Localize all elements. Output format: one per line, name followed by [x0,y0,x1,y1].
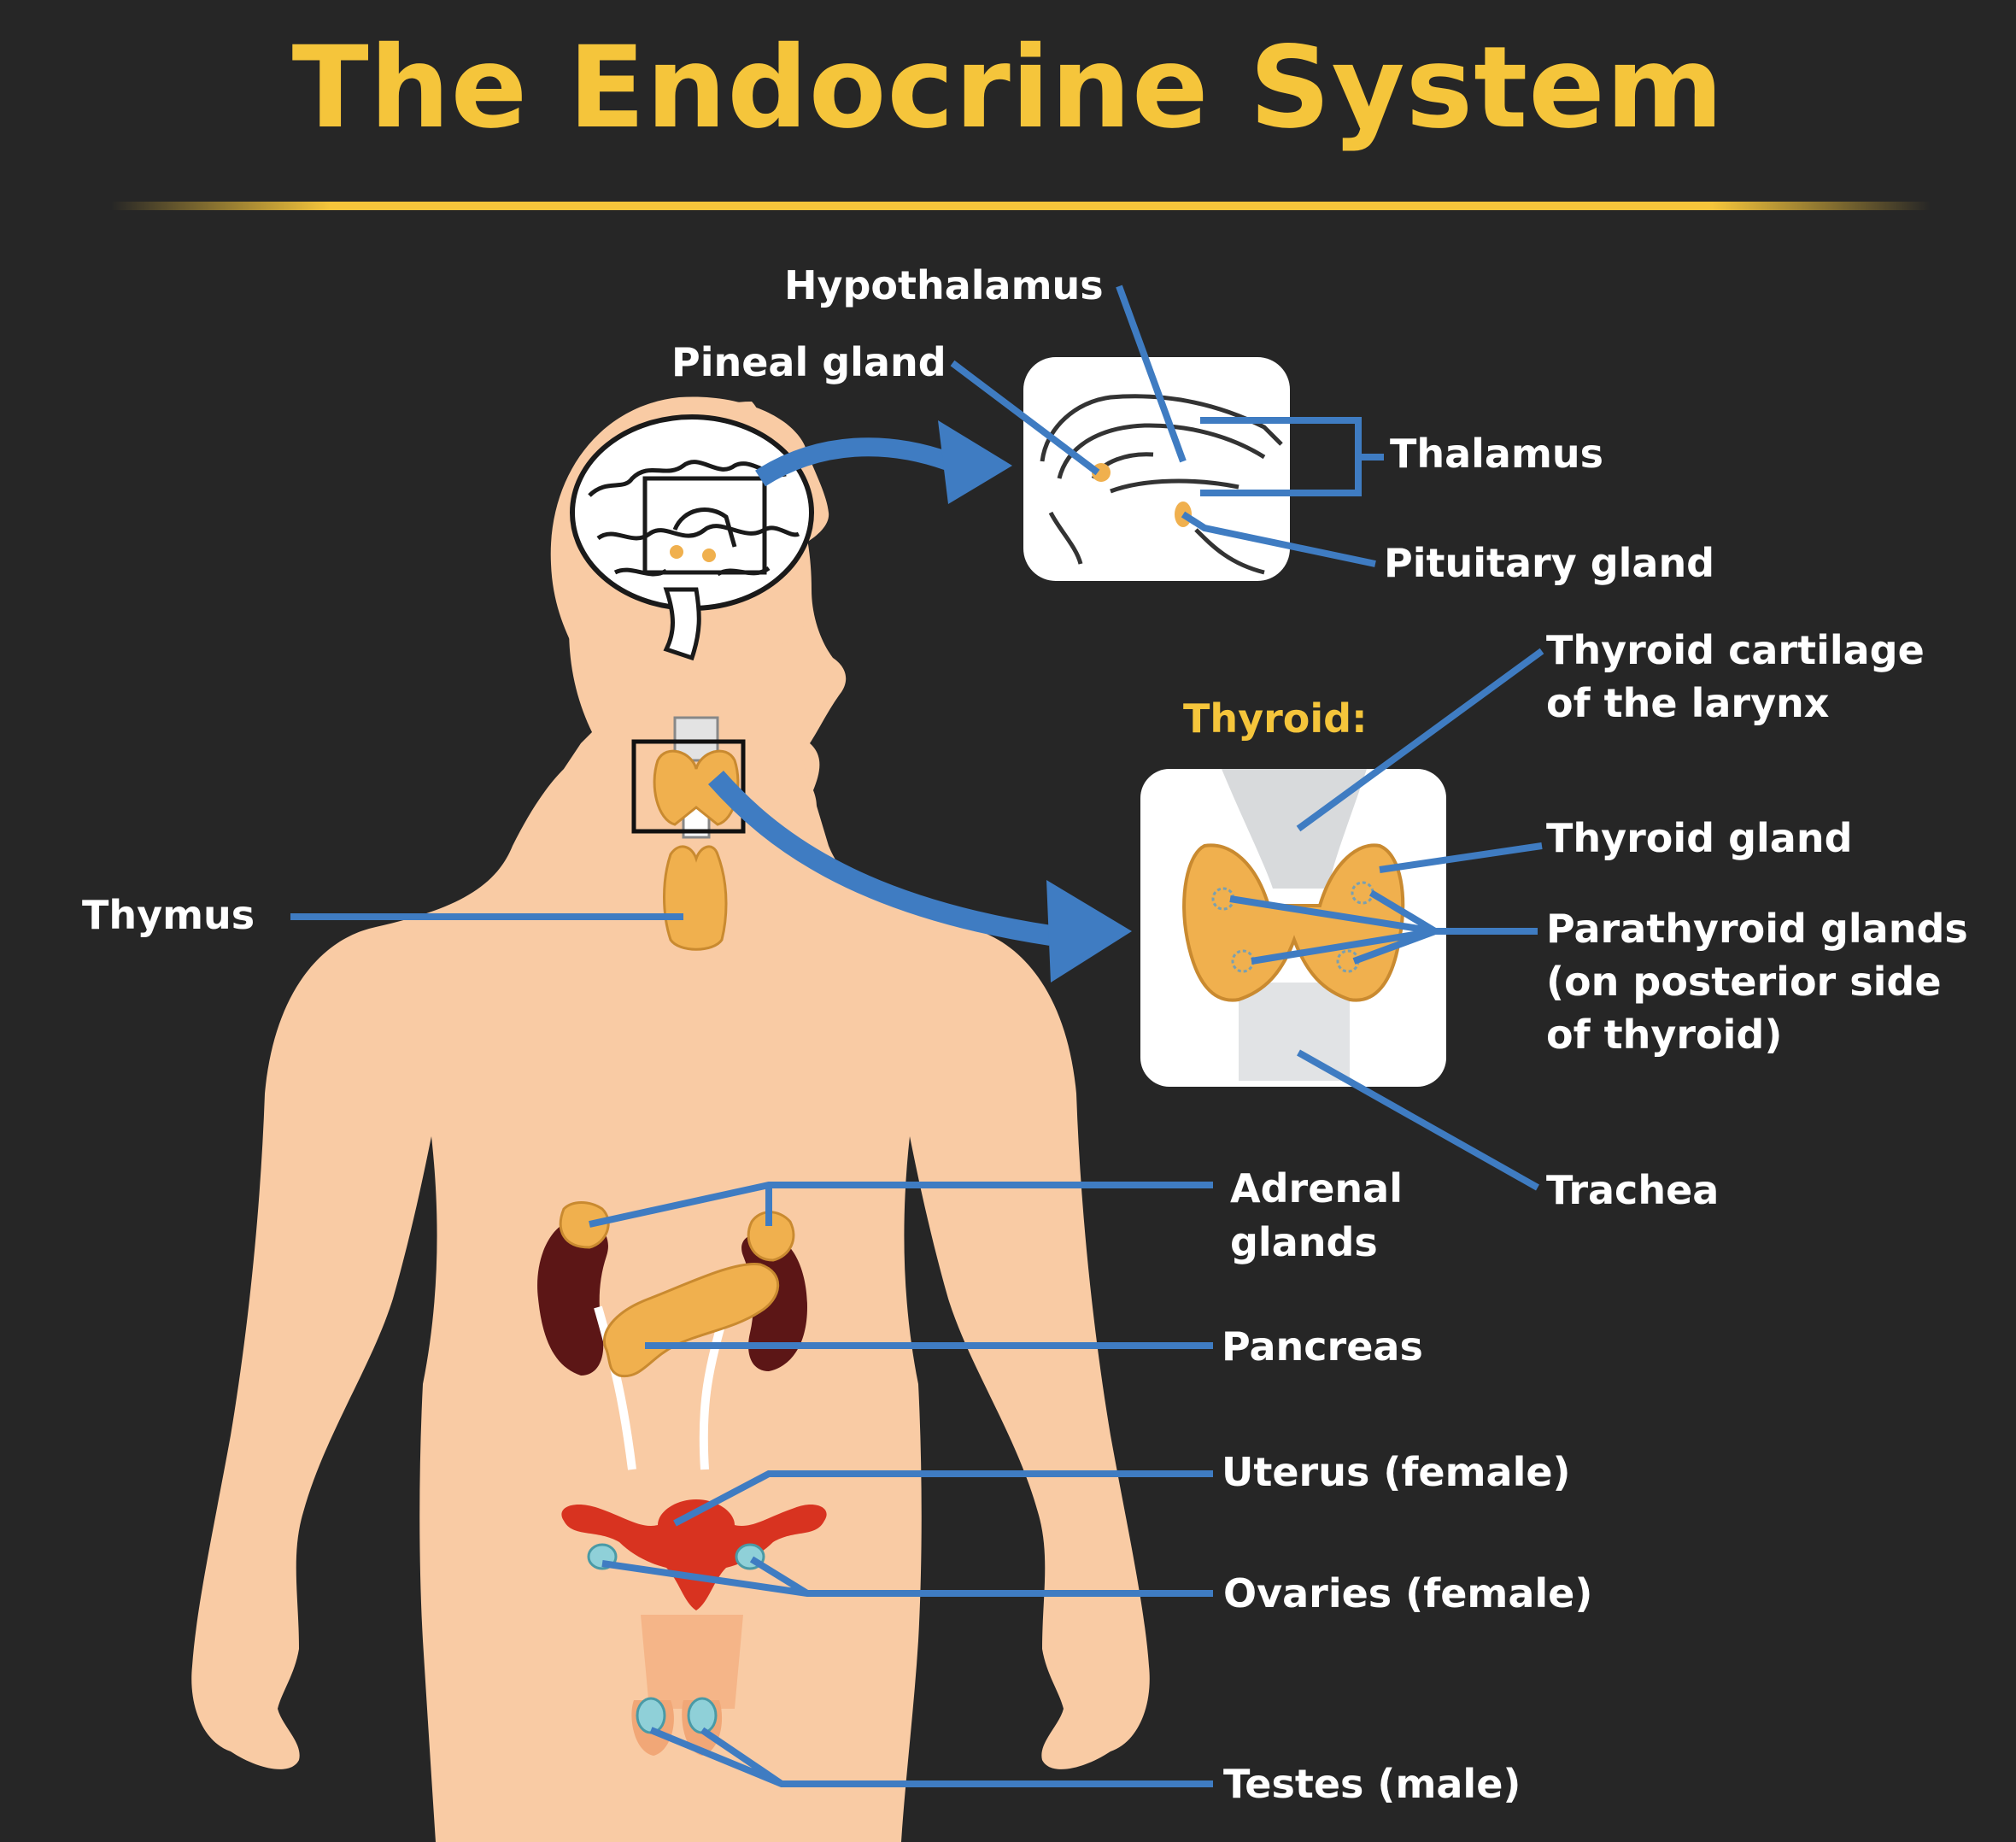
label-adrenal-line2: glands [1230,1219,1378,1265]
label-pancreas: Pancreas [1222,1323,1423,1370]
label-pituitary-gland: Pituitary gland [1384,540,1715,586]
label-adrenal-line1: Adrenal [1230,1165,1403,1211]
neck-thyroid-illustration [631,716,746,839]
label-hypothalamus: Hypothalamus [784,262,1104,308]
label-thyroid-heading: Thyroid: [1183,695,1368,742]
label-thalamus: Thalamus [1390,431,1604,477]
page-title: The Endocrine System [291,22,1725,154]
label-testes: Testes (male) [1223,1761,1521,1807]
label-ovaries: Ovaries (female) [1223,1570,1593,1616]
label-thyroid-cartilage-line2: of the larynx [1546,680,1830,726]
thymus-organ [663,845,728,951]
body-silhouette [191,396,1150,1842]
label-parathyroid-line3: of thyroid) [1546,1012,1783,1058]
label-parathyroid-line2: (on posterior side [1546,959,1942,1005]
label-trachea: Trachea [1546,1167,1720,1213]
label-thyroid-cartilage-line1: Thyroid cartilage [1546,627,1925,673]
label-thyroid-gland: Thyroid gland [1546,815,1853,861]
title-rule [111,202,1931,210]
brain-illustration [570,414,814,661]
reproductive-organs [561,1499,827,1756]
label-uterus: Uterus (female) [1222,1449,1571,1495]
label-parathyroid-line1: Parathyroid glands [1546,906,1968,952]
zoom-arrows [708,420,1132,983]
leader-lines [290,285,1544,1787]
label-pineal-gland: Pineal gland [671,339,946,385]
label-thymus: Thymus [82,892,255,938]
thyroid-inset-panel [1140,769,1446,1087]
